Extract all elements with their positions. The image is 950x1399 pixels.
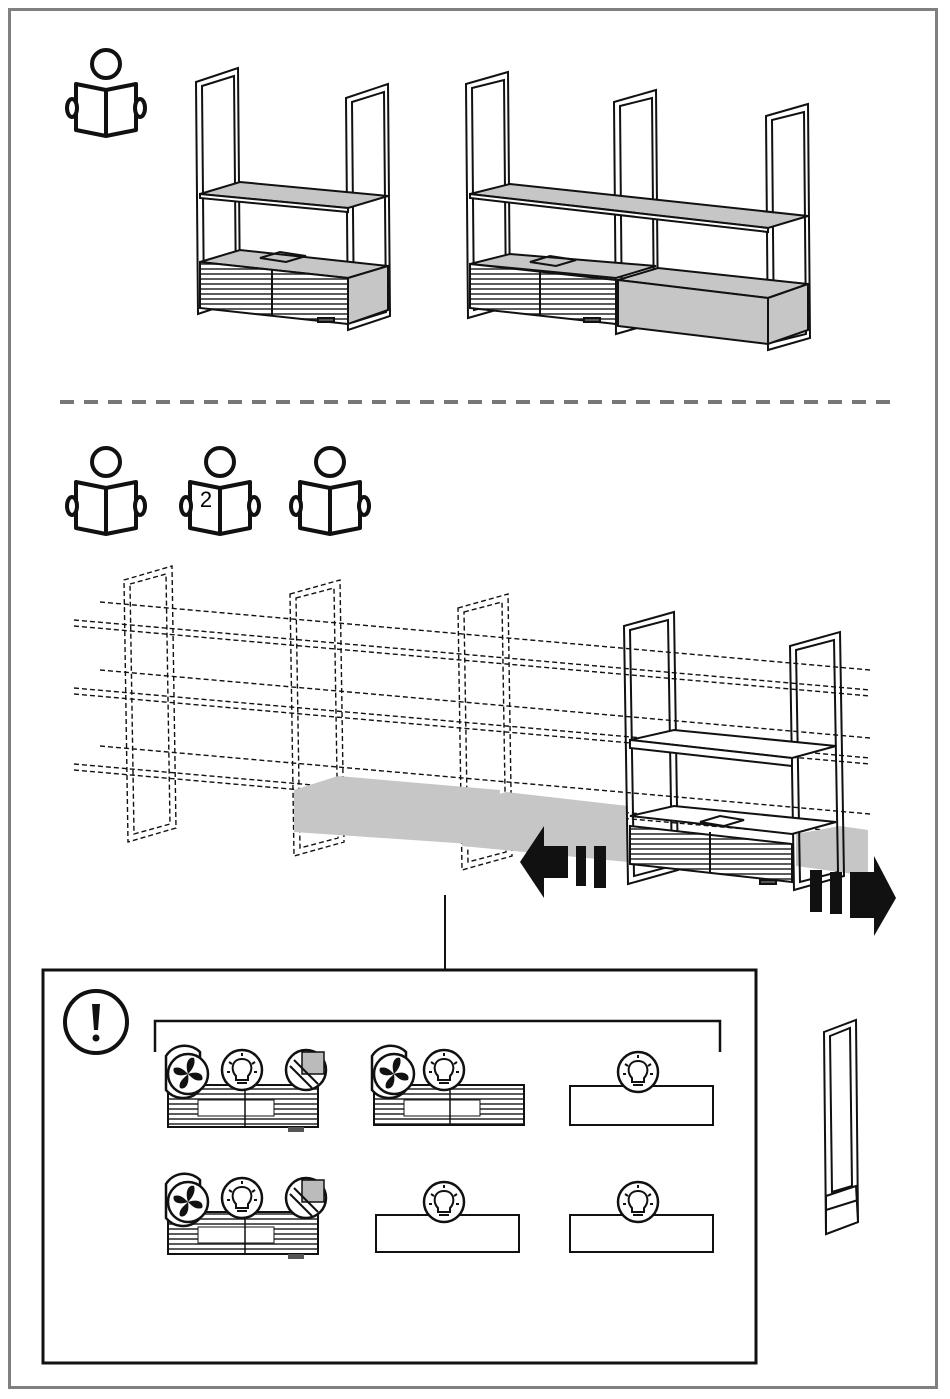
lightbulb-icon bbox=[222, 1178, 262, 1218]
lightbulb-icon bbox=[618, 1182, 658, 1222]
notice-row1-item1 bbox=[166, 1046, 326, 1132]
reader-icon-2 bbox=[181, 448, 259, 534]
touch-sensor-icon bbox=[286, 1050, 326, 1090]
reader-icon-3 bbox=[291, 448, 369, 534]
booklet-number-label: 2 bbox=[196, 489, 216, 511]
notice-box bbox=[43, 970, 756, 1363]
lightbulb-icon bbox=[424, 1182, 464, 1222]
lightbulb-icon bbox=[424, 1050, 464, 1090]
lightbulb-icon bbox=[222, 1050, 262, 1090]
reader-icon-1 bbox=[67, 448, 145, 534]
exclamation-circle-icon bbox=[65, 991, 127, 1053]
double-bay-shelf-illustration bbox=[466, 72, 810, 350]
gray-cabinet-right bbox=[796, 826, 868, 876]
reader-icon-top bbox=[67, 50, 145, 136]
side-panel-icon bbox=[824, 1020, 858, 1234]
notice-row2-item1 bbox=[166, 1174, 326, 1259]
lightbulb-icon bbox=[618, 1052, 658, 1092]
touch-sensor-icon bbox=[286, 1178, 326, 1218]
single-bay-shelf-illustration bbox=[196, 68, 390, 330]
